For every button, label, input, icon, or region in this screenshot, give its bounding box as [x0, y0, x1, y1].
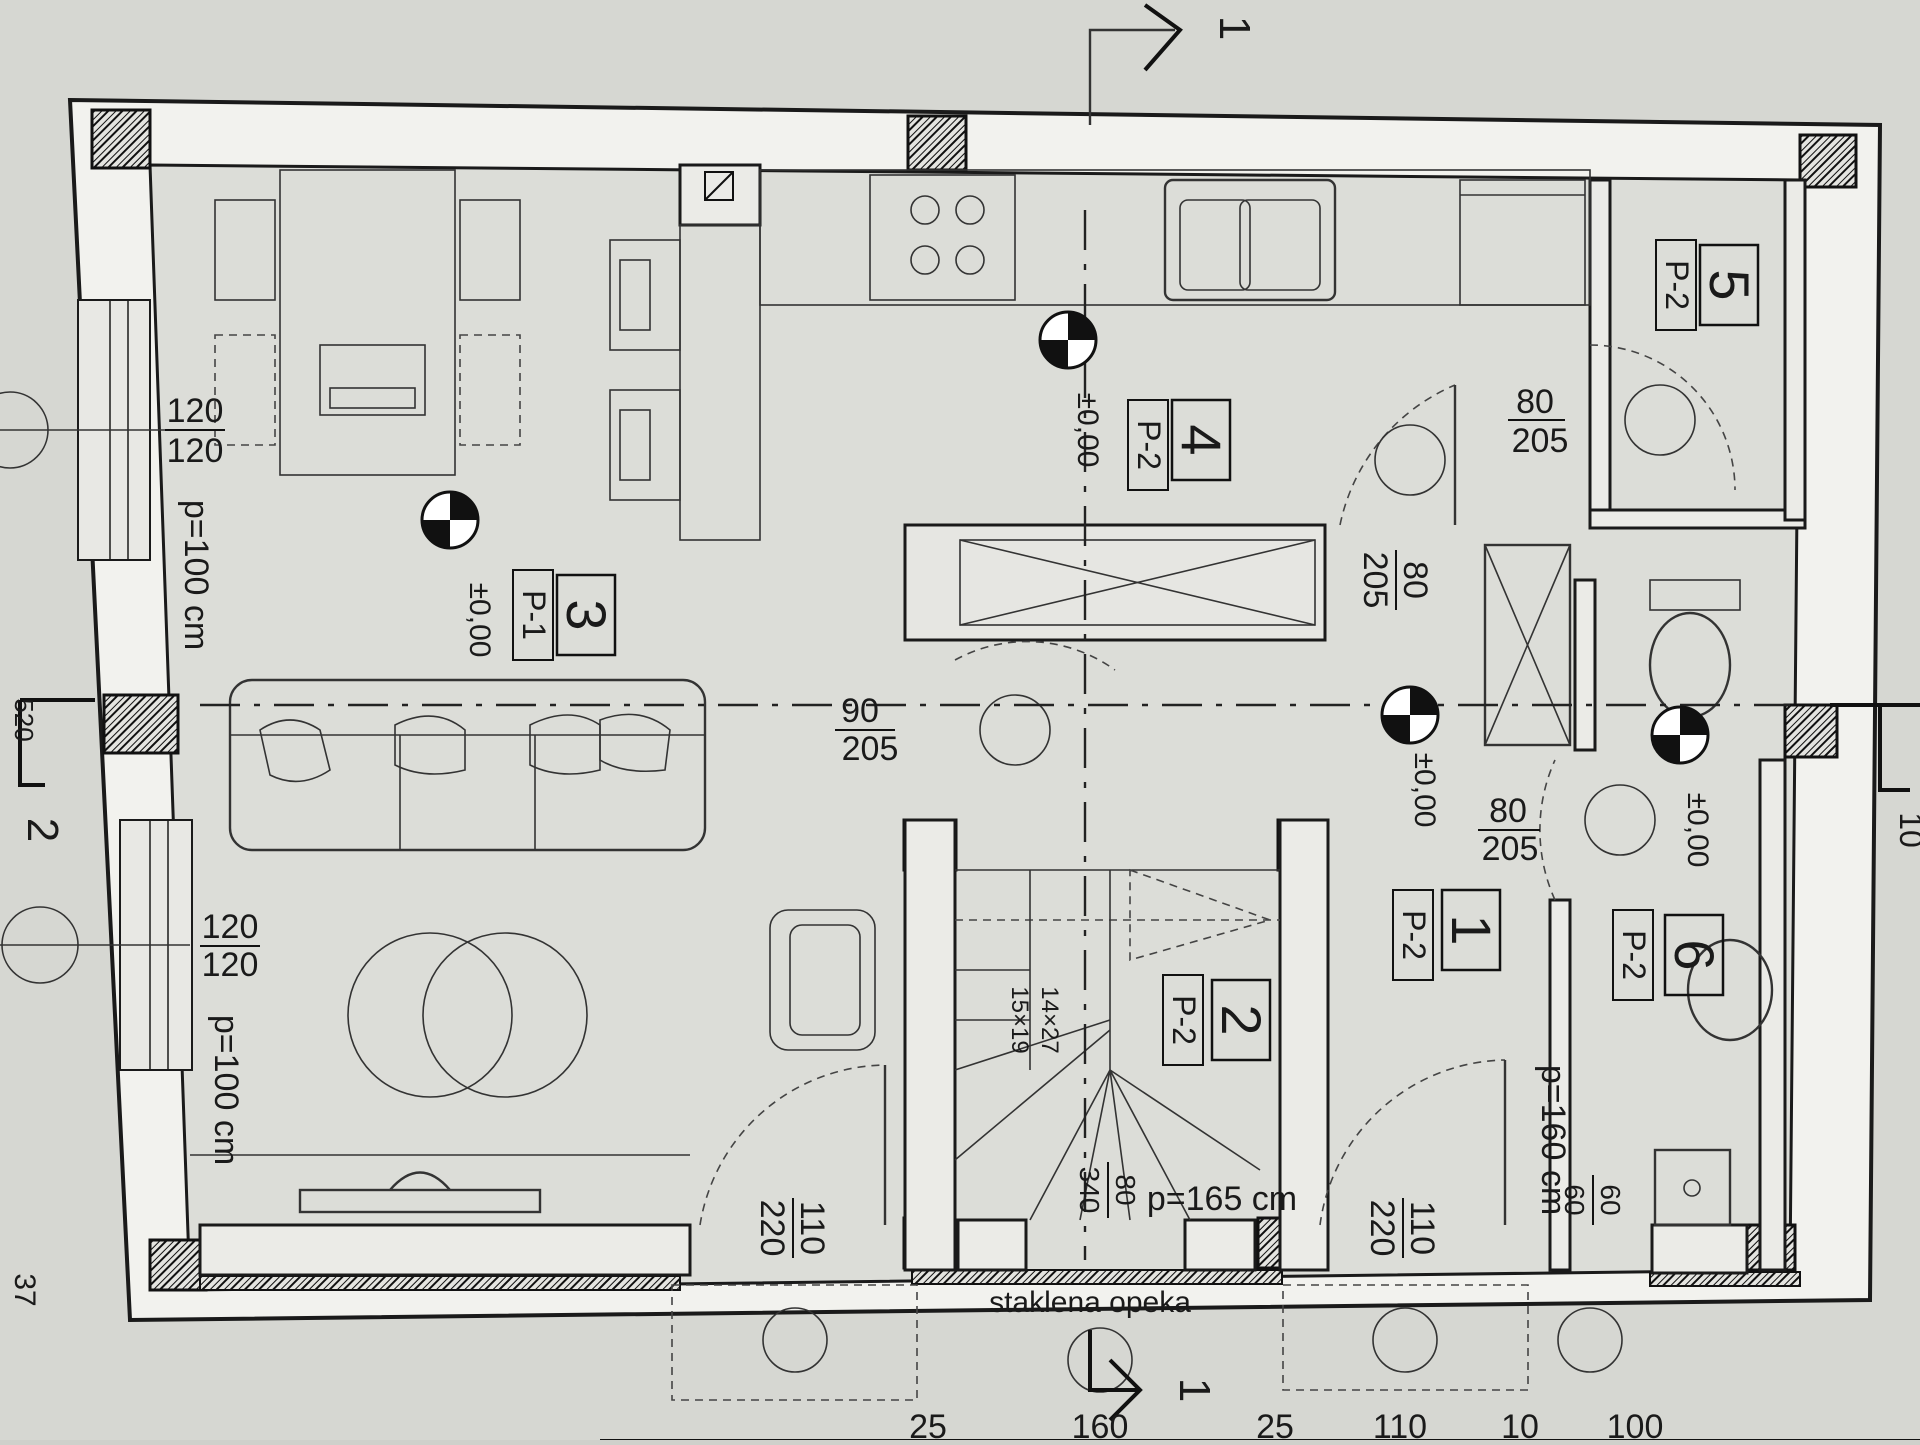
room-3-code: P-1: [512, 569, 554, 661]
svg-text:60: 60: [1559, 1184, 1590, 1215]
bottom-dim-1: 25: [909, 1408, 947, 1440]
svg-text:4: 4: [1170, 424, 1233, 455]
section-1-top: 1: [1210, 16, 1259, 40]
level-markers: [420, 310, 1710, 765]
room-6-level: ±0,00: [1681, 793, 1714, 868]
svg-text:P-2: P-2: [1131, 420, 1167, 470]
door-room6-width: 80: [1489, 792, 1527, 830]
room-6-code: P-2: [1612, 909, 1654, 1001]
bottom-dim-4: 110: [1373, 1408, 1427, 1440]
entrance-steps: [671, 1284, 1623, 1401]
room-5-code: P-2: [1655, 239, 1697, 331]
door-living-height: 205: [842, 730, 899, 768]
svg-text:2: 2: [1210, 1004, 1273, 1035]
kitchen-counter: [609, 169, 1591, 541]
stair-opening-dims: 80 340: [1074, 1162, 1141, 1218]
door-room5-height: 205: [1512, 422, 1569, 460]
svg-text:3: 3: [555, 599, 618, 630]
room-4-level: ±0,00: [1071, 393, 1104, 468]
room-1-code: P-2: [1392, 889, 1434, 981]
entrance-right-dims: 110 220: [1363, 1198, 1441, 1258]
section-1-bottom: 1: [1170, 1378, 1219, 1402]
window-bottom-width: 120: [202, 908, 259, 946]
dining-table: [214, 169, 521, 476]
bottom-dim-2: 160: [1072, 1408, 1129, 1440]
svg-text:5: 5: [1698, 269, 1761, 300]
room-6-label: 6: [1663, 913, 1726, 997]
outer-walls: [67, 97, 1883, 1323]
bottom-dim-6: 100: [1607, 1408, 1664, 1440]
svg-text:110: 110: [793, 1201, 831, 1255]
svg-text:220: 220: [753, 1200, 791, 1257]
glass-block-label: staklena opeka: [989, 1286, 1191, 1319]
room-4-code: P-2: [1127, 399, 1169, 491]
door-living-width: 90: [841, 692, 879, 730]
room-2-label: 2: [1210, 978, 1273, 1062]
stair-size-b: 15×19: [1006, 986, 1033, 1053]
svg-text:205: 205: [1356, 552, 1394, 609]
window-bottom-height: 120: [202, 946, 259, 984]
sill-window-top: p=100 cm: [177, 500, 215, 650]
sill-right-wall: p=160 cm: [1534, 1065, 1572, 1215]
room-1-level: ±0,00: [1408, 753, 1441, 828]
svg-text:1: 1: [1440, 914, 1503, 945]
left-bottom-label: 37: [8, 1273, 41, 1306]
section-markers: [18, 3, 1920, 1422]
window-top-width: 120: [167, 392, 224, 430]
svg-text:80: 80: [1110, 1174, 1141, 1205]
bottom-dim-5: 10: [1501, 1408, 1539, 1440]
bottom-dim-3: 25: [1256, 1408, 1294, 1440]
left-cut-top-label: 520: [9, 698, 39, 741]
svg-text:P-1: P-1: [516, 590, 552, 640]
section-2-left: 2: [18, 818, 67, 842]
svg-text:220: 220: [1363, 1200, 1401, 1257]
svg-text:60: 60: [1595, 1184, 1626, 1215]
room-labels: 3 P-1 ±0,00 4 P-2 ±0,00 5 P-2 1: [463, 239, 1761, 1066]
room-3-level: ±0,00: [463, 583, 496, 658]
stair-size-a: 14×27: [1036, 986, 1063, 1053]
svg-text:P-2: P-2: [1166, 995, 1202, 1045]
room-1-label: 1: [1440, 888, 1503, 972]
svg-text:80: 80: [1396, 561, 1434, 599]
room-2-code: P-2: [1162, 974, 1204, 1066]
sofa: [228, 678, 707, 852]
svg-text:110: 110: [1403, 1201, 1441, 1255]
door-room6-height: 205: [1482, 830, 1539, 868]
right-cut-label: 10: [1893, 812, 1920, 848]
interior-walls: [198, 163, 1807, 1277]
room-5-label: 5: [1698, 243, 1761, 327]
svg-text:P-2: P-2: [1396, 910, 1432, 960]
room-4-label: 4: [1170, 398, 1233, 482]
window-top-height: 120: [167, 432, 224, 470]
svg-text:P-2: P-2: [1616, 930, 1652, 980]
svg-text:6: 6: [1663, 939, 1726, 970]
living-furniture: [190, 909, 876, 1214]
svg-text:340: 340: [1074, 1167, 1105, 1214]
room-3-label: 3: [555, 573, 618, 657]
door-kitchen-dims: 80 205: [1356, 550, 1434, 610]
entrance-left-dims: 110 220: [753, 1198, 831, 1258]
misc-labels: staklena opeka 1 1 2 520 37 10: [8, 16, 1920, 1402]
sill-heights: p=100 cm p=100 cm p=165 cm p=160 cm: [177, 500, 1572, 1218]
sill-window-bottom: p=100 cm: [207, 1015, 245, 1165]
opening-dimensions: 120 120 120 120 90 205 80 205 80 205 80 …: [165, 383, 1626, 1258]
sill-stair: p=165 cm: [1147, 1180, 1297, 1218]
small-window-dims: 60 60: [1559, 1175, 1626, 1225]
svg-text:P-2: P-2: [1659, 260, 1695, 310]
door-room5-width: 80: [1516, 383, 1554, 421]
